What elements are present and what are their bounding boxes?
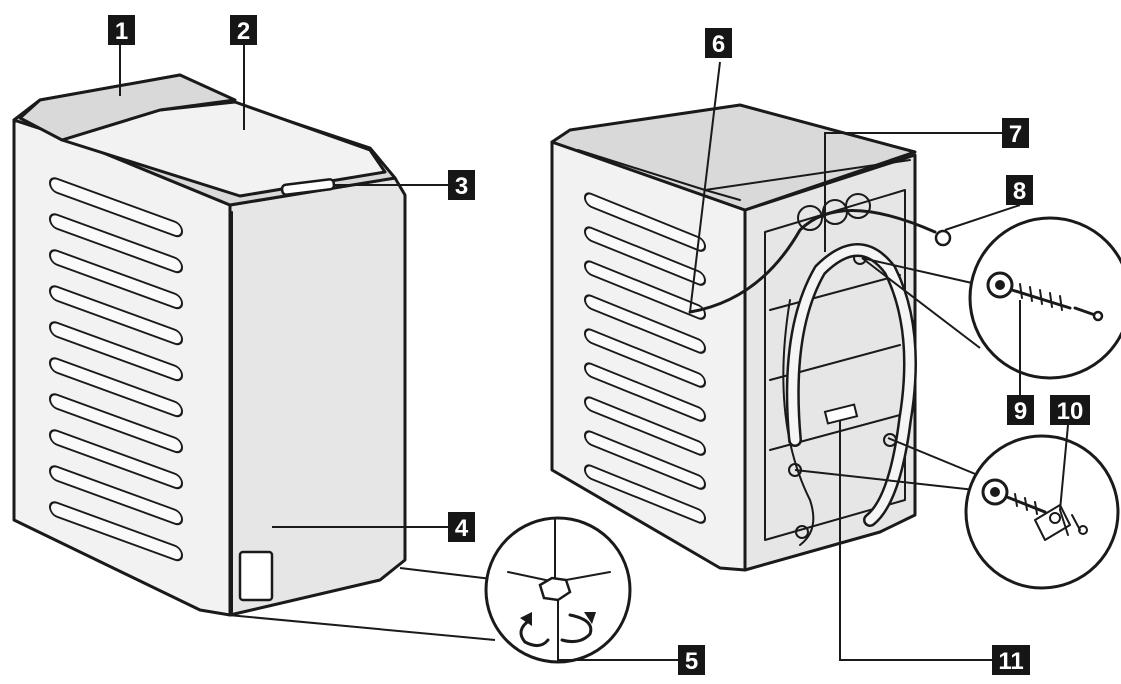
svg-text:7: 7 xyxy=(1009,121,1022,148)
rotate-right-arrow-icon xyxy=(560,613,593,643)
callout-10: 10 xyxy=(1050,395,1090,425)
svg-text:4: 4 xyxy=(455,515,469,542)
callout-11: 11 xyxy=(992,645,1030,675)
callout-9: 9 xyxy=(1007,395,1034,425)
svg-text:11: 11 xyxy=(998,648,1023,675)
svg-text:6: 6 xyxy=(712,31,725,58)
front-machine xyxy=(12,73,407,617)
callout-4: 4 xyxy=(448,512,475,542)
callout-8: 8 xyxy=(1006,175,1033,205)
inlet-connector-icon xyxy=(934,229,952,247)
transport-bolt-zoom-upper xyxy=(861,216,1121,380)
svg-text:9: 9 xyxy=(1014,398,1027,425)
svg-text:1: 1 xyxy=(115,18,128,45)
rear-machine-top xyxy=(550,103,917,212)
svg-text:8: 8 xyxy=(1013,178,1026,205)
rotate-left-arrow-icon xyxy=(519,618,550,647)
front-machine-front-panel xyxy=(228,176,407,617)
callout-3: 3 xyxy=(448,170,475,200)
spacer-clip-icon xyxy=(1034,504,1071,541)
transport-bolt-zoom-lower xyxy=(794,434,1120,590)
callout-2: 2 xyxy=(230,15,257,45)
leader-lines xyxy=(119,45,1069,661)
rear-machine-vent-slots xyxy=(584,192,706,524)
svg-text:3: 3 xyxy=(455,173,468,200)
callout-5: 5 xyxy=(678,645,705,675)
callout-6: 6 xyxy=(705,28,732,58)
callout-7: 7 xyxy=(1002,118,1029,148)
front-machine-vent-slots xyxy=(49,177,183,562)
product-label xyxy=(238,550,274,602)
rear-machine xyxy=(550,103,952,572)
power-cable xyxy=(782,299,815,546)
lid-handle xyxy=(280,178,336,196)
adjustable-foot-nut xyxy=(538,576,572,602)
front-machine-back-console xyxy=(18,73,237,142)
svg-text:2: 2 xyxy=(237,18,250,45)
svg-text:5: 5 xyxy=(685,648,698,675)
foot-zoom xyxy=(227,516,632,664)
callout-1: 1 xyxy=(108,15,135,45)
supply-hose xyxy=(688,209,937,314)
svg-text:10: 10 xyxy=(1057,398,1084,425)
rear-label xyxy=(823,403,859,425)
